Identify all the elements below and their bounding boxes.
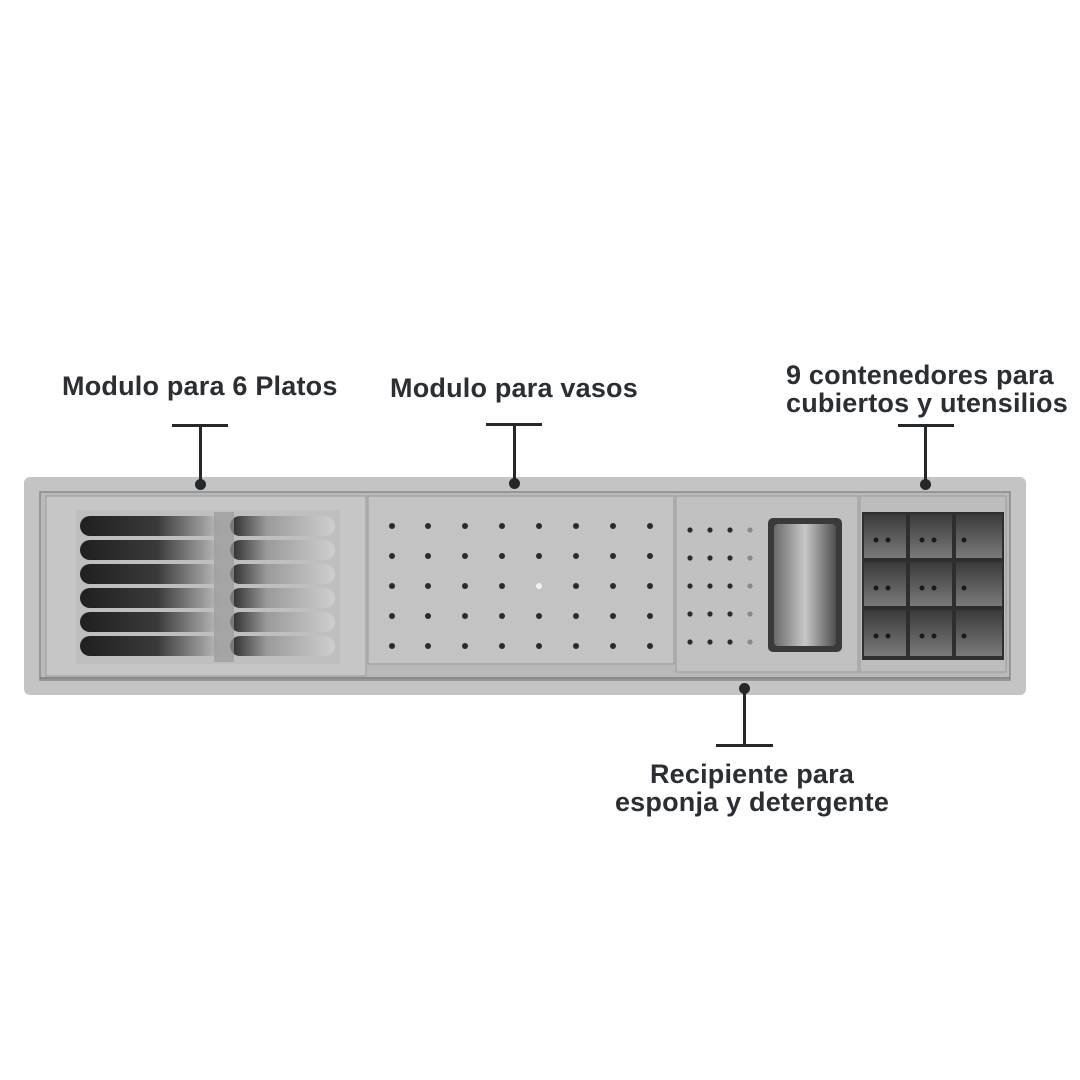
label-utensil-containers: 9 contenedores para cubiertos y utensili… <box>786 360 1068 418</box>
sponge-detergent-module <box>675 495 859 673</box>
glasses-module <box>367 495 675 665</box>
callout-dot-glasses <box>509 478 520 489</box>
callout-line-sponge <box>743 690 746 746</box>
callout-dot-containers <box>920 479 931 490</box>
label-glasses-module: Modulo para vasos <box>390 373 638 403</box>
callout-bar-sponge <box>716 744 773 747</box>
callout-dot-sponge <box>739 683 750 694</box>
plate-module <box>45 495 367 677</box>
callout-line-plates <box>199 424 202 480</box>
utensil-containers-module <box>859 495 1007 673</box>
callout-line-glasses <box>513 423 516 479</box>
label-sponge-detergent: Recipiente para esponja y detergente <box>614 759 890 817</box>
callout-dot-plates <box>195 479 206 490</box>
label-plate-module: Modulo para 6 Platos <box>62 371 338 401</box>
callout-line-containers <box>924 424 927 480</box>
